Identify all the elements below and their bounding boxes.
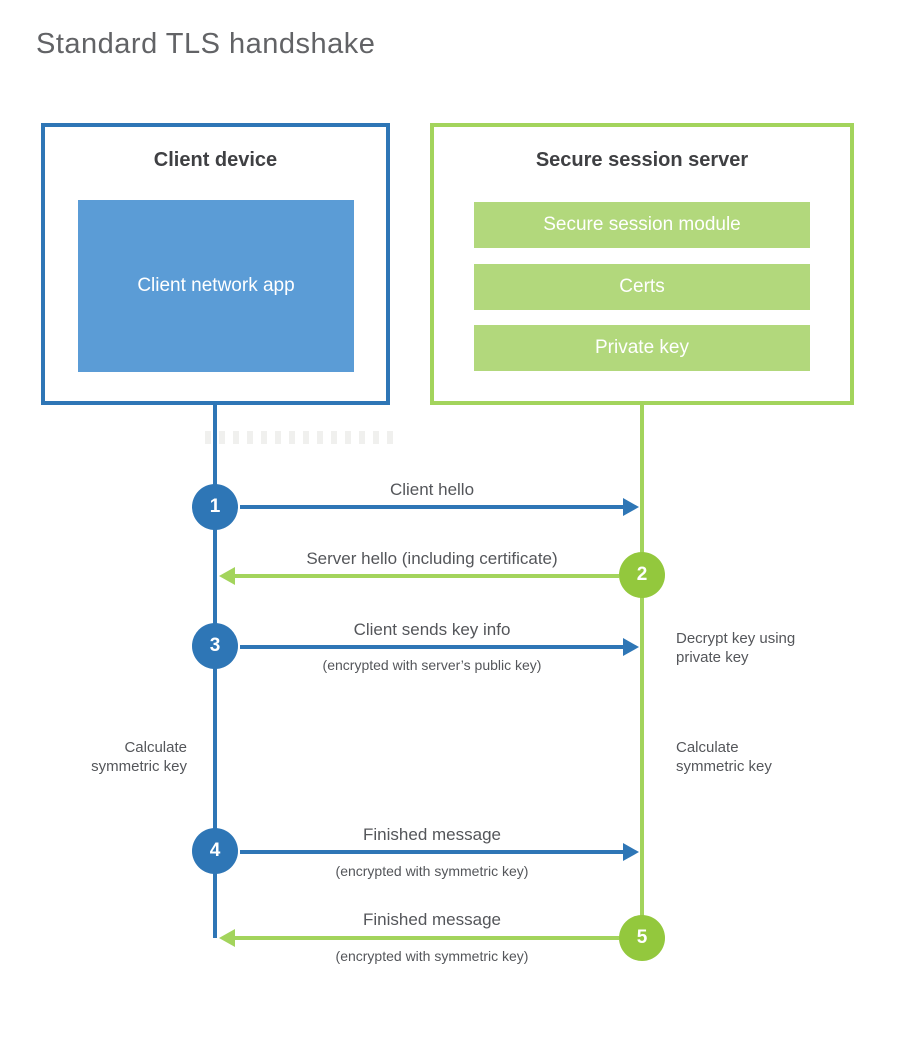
step1-number: 1 (209, 496, 221, 517)
step4-label: Finished message (363, 825, 501, 844)
step1-label: Client hello (389, 480, 475, 499)
note-line: Calculate (124, 739, 187, 756)
secure-session-server-title: Secure session server (535, 149, 749, 171)
arrowhead-left-icon (219, 567, 235, 585)
step3-sublabel: (encrypted with server’s public key) (322, 657, 542, 673)
faint-dashes-artifact (205, 431, 393, 444)
note-decrypt-key: Decrypt key using private key (676, 630, 795, 668)
step2-circle: 2 (619, 552, 665, 598)
server-lifeline (640, 405, 644, 938)
step1-circle: 1 (192, 484, 238, 530)
step4-circle: 4 (192, 828, 238, 874)
step2-label: Server hello (including certificate) (306, 549, 558, 568)
step3-label: Client sends key info (353, 620, 511, 639)
client-lifeline (213, 405, 217, 938)
client-device-title: Client device (153, 149, 278, 171)
step4-number: 4 (209, 840, 221, 861)
arrowhead-right-icon (623, 498, 639, 516)
note-line: Decrypt key using (676, 630, 796, 647)
note-line: private key (676, 648, 749, 666)
step3-number: 3 (209, 635, 221, 656)
arrowhead-right-icon (623, 843, 639, 861)
note-line: symmetric key (676, 757, 772, 775)
server-module-secure-session-module: Secure session module (474, 202, 810, 248)
step3-arrow-right (240, 638, 639, 656)
client-network-app-label: Client network app (137, 275, 295, 297)
arrowhead-right-icon (623, 638, 639, 656)
server-module-private-key: Private key (474, 325, 810, 371)
page-title: Standard TLS handshake (36, 28, 376, 60)
client-network-app-block: Client network app (78, 200, 354, 372)
step5-number: 5 (636, 927, 648, 948)
client-device-box: Client device Client network app (41, 123, 390, 405)
secure-session-server-box: Secure session server Secure session mod… (430, 123, 854, 405)
server-module-certs: Certs (474, 264, 810, 310)
step5-sublabel: (encrypted with symmetric key) (335, 948, 529, 964)
step4-sublabel: (encrypted with symmetric key) (335, 863, 529, 879)
step5-label: Finished message (363, 910, 501, 929)
step1-arrow-right (240, 498, 639, 516)
step5-circle: 5 (619, 915, 665, 961)
note-calculate-symmetric-key-client: Calculate symmetric key (58, 739, 187, 777)
step3-circle: 3 (192, 623, 238, 669)
note-line: symmetric key (91, 757, 187, 775)
note-calculate-symmetric-key-server: Calculate symmetric key (676, 739, 772, 777)
note-line: Calculate (676, 739, 739, 756)
step4-arrow-right (240, 843, 639, 861)
step2-number: 2 (636, 564, 648, 585)
step2-arrow-left (219, 567, 619, 585)
step5-arrow-left (219, 929, 619, 947)
arrowhead-left-icon (219, 929, 235, 947)
